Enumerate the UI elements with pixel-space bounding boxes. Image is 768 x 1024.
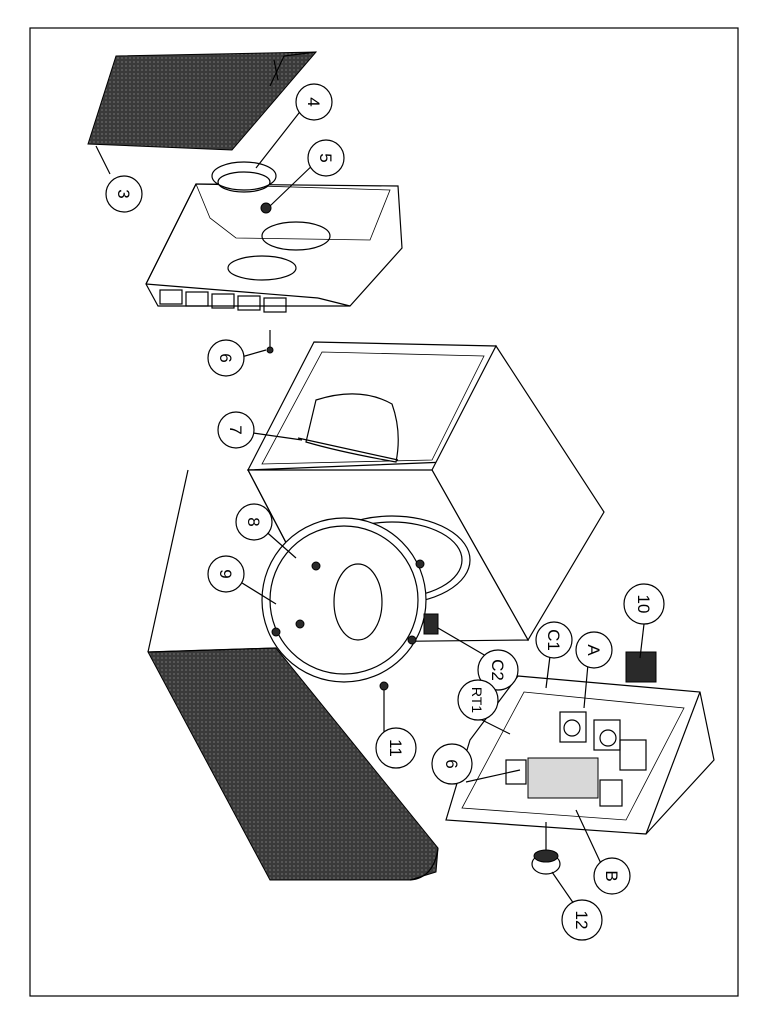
callout-6-bottom: 6 [431, 743, 473, 785]
callout-3-label: 3 [114, 189, 133, 198]
callout-a: A [575, 631, 613, 669]
callout-c2: C2 [477, 649, 519, 691]
callout-9-label: 9 [216, 569, 235, 578]
callout-3: 3 [105, 175, 143, 213]
callout-12-label: 12 [572, 911, 591, 930]
callout-6-top-label: 6 [216, 353, 235, 362]
callout-rt1-label: RT1 [469, 687, 485, 713]
callout-b: B [593, 857, 631, 895]
callout-10-label: 10 [634, 595, 653, 614]
callout-8: 8 [235, 503, 273, 541]
callout-10: 10 [623, 583, 665, 625]
callout-b-label: B [602, 870, 621, 881]
callout-6-bottom-label: 6 [442, 759, 461, 768]
callout-7: 7 [217, 411, 255, 449]
callout-5-label: 5 [316, 153, 335, 162]
page-frame [29, 27, 739, 997]
top-grille-panel [87, 51, 318, 151]
callout-5: 5 [307, 139, 345, 177]
callout-4: 4 [295, 83, 333, 121]
callout-11-label: 11 [386, 739, 405, 757]
callout-c2-label: C2 [488, 659, 507, 681]
callout-6-top: 6 [207, 339, 245, 377]
callout-9: 9 [207, 555, 245, 593]
front-grille-panel [147, 469, 439, 881]
callout-11: 11 [375, 727, 417, 769]
callout-c1: C1 [535, 621, 573, 659]
amplifier-chassis [445, 651, 715, 875]
callout-8-label: 8 [244, 517, 263, 526]
callout-c1-label: C1 [544, 629, 563, 651]
callout-4-label: 4 [304, 97, 323, 106]
callout-12: 12 [561, 899, 603, 941]
callout-7-label: 7 [226, 425, 245, 434]
woofer-assembly [261, 515, 471, 691]
callout-rt1: RT1 [457, 679, 499, 721]
callout-a-label: A [584, 644, 603, 656]
top-tray-assembly [145, 161, 403, 354]
